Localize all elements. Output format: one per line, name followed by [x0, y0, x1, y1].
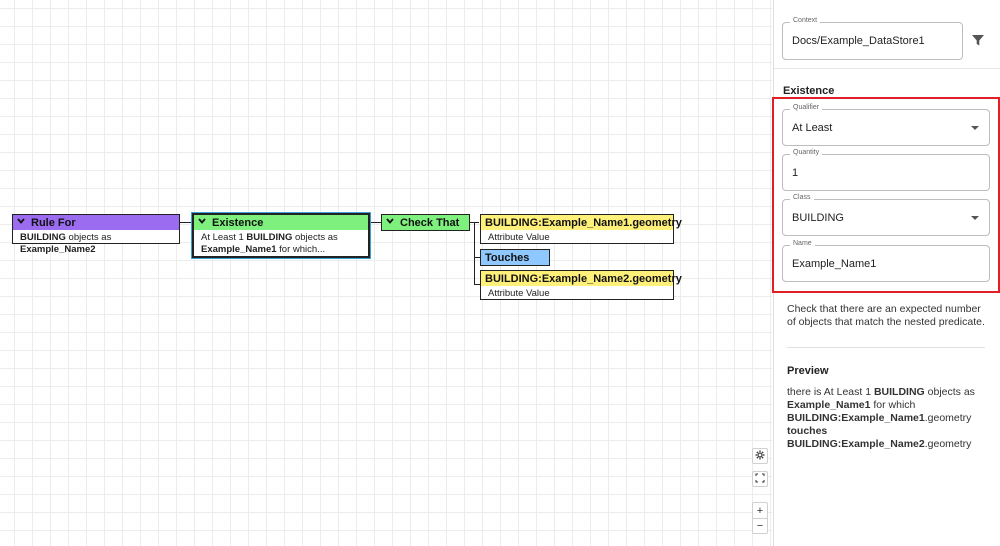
rule-for-name: Example_Name2	[20, 244, 96, 255]
quantity-input[interactable]: Quantity 1	[782, 149, 990, 191]
preview-segment: objects as	[924, 386, 975, 398]
preview-name: Example_Name1	[787, 399, 871, 411]
attribute-1-header[interactable]: BUILDING:Example_Name1.geometry	[481, 215, 682, 230]
attribute-2-body: Attribute Value	[488, 288, 550, 299]
chevron-down-icon[interactable]	[17, 217, 25, 225]
existence-node[interactable]: Existence At Least 1 BUILDING objects as…	[192, 213, 370, 258]
rule-for-class: BUILDING	[20, 232, 66, 243]
gear-icon	[755, 450, 765, 463]
existence-text-2: for which...	[276, 244, 326, 255]
connector-vertical	[474, 222, 475, 284]
class-value: BUILDING	[792, 211, 844, 224]
zoom-out-icon: −	[756, 520, 764, 532]
filter-button[interactable]	[971, 33, 985, 50]
existence-class: BUILDING	[246, 232, 293, 243]
existence-description: Check that there are an expected number …	[787, 303, 985, 328]
context-value: Docs/Example_DataStore1	[792, 35, 925, 47]
preview-title: Preview	[787, 365, 829, 377]
touches-header[interactable]: Touches	[481, 250, 549, 265]
preview-predicate: touches	[787, 425, 828, 437]
qualifier-legend: Qualifier	[790, 104, 823, 111]
zoom-in-button[interactable]: +	[752, 502, 768, 518]
fit-view-button[interactable]	[752, 471, 768, 487]
connector-existence-checkthat	[370, 222, 381, 223]
attribute-1-body: Attribute Value	[488, 232, 550, 243]
preview-attribute-1: BUILDING:Example_Name1	[787, 412, 925, 424]
touches-title: Touches	[485, 251, 530, 264]
rule-for-header[interactable]: Rule For	[13, 215, 179, 230]
filter-icon	[971, 35, 985, 50]
existence-header[interactable]: Existence	[194, 215, 368, 230]
rule-for-node[interactable]: Rule For BUILDING objects as Example_Nam…	[12, 214, 180, 255]
rule-for-text: objects as	[65, 232, 112, 243]
name-input[interactable]: Name Example_Name1	[782, 240, 990, 282]
attribute-node-1[interactable]: BUILDING:Example_Name1.geometry Attribut…	[480, 214, 682, 244]
preview-class: BUILDING	[873, 386, 925, 398]
attribute-2-header[interactable]: BUILDING:Example_Name2.geometry	[481, 271, 682, 286]
connector-to-touches	[474, 257, 480, 258]
existence-text: objects as	[292, 232, 338, 243]
preview-segment: .geometry	[924, 438, 972, 450]
existence-body: At Least 1 BUILDING objects as Example_N…	[194, 230, 368, 259]
zoom-out-button[interactable]: −	[752, 518, 768, 534]
rule-canvas[interactable]: Rule For BUILDING objects as Example_Nam…	[0, 0, 772, 546]
highlight-box	[772, 97, 1000, 293]
preview-segment: for which	[870, 399, 916, 411]
preview-text: there is At Least 1 BUILDING objects as …	[787, 386, 992, 451]
settings-button[interactable]	[752, 448, 768, 464]
check-that-title: Check That	[400, 216, 460, 229]
existence-title: Existence	[212, 216, 264, 229]
caret-down-icon	[971, 125, 979, 130]
caret-down-icon	[971, 215, 979, 220]
fit-view-icon	[755, 473, 765, 486]
context-field[interactable]: Context Docs/Example_DataStore1	[782, 17, 963, 60]
attribute-node-2[interactable]: BUILDING:Example_Name2.geometry Attribut…	[480, 270, 682, 300]
chevron-down-icon[interactable]	[198, 217, 206, 225]
name-value: Example_Name1	[792, 257, 877, 270]
attribute-1-title: BUILDING:Example_Name1.geometry	[485, 216, 682, 229]
preview-divider	[787, 347, 985, 348]
rule-for-body: BUILDING objects as Example_Name2	[13, 230, 179, 259]
preview-segment: .geometry	[924, 412, 972, 424]
existence-section-title: Existence	[783, 85, 835, 97]
context-divider	[774, 68, 1000, 69]
rule-for-title: Rule For	[31, 216, 76, 229]
context-legend: Context	[790, 17, 821, 24]
existence-qualifier: At Least 1	[201, 232, 247, 243]
touches-node[interactable]: Touches	[480, 249, 550, 266]
connector-to-attr2	[474, 284, 480, 285]
quantity-legend: Quantity	[790, 149, 823, 156]
class-select[interactable]: Class BUILDING	[782, 194, 990, 236]
quantity-value: 1	[792, 166, 799, 179]
preview-attribute-2: BUILDING:Example_Name2	[787, 438, 925, 450]
properties-panel: Context Docs/Example_DataStore1 Existenc…	[772, 0, 1000, 546]
attribute-2-title: BUILDING:Example_Name2.geometry	[485, 272, 682, 285]
name-legend: Name	[790, 240, 815, 247]
qualifier-value: At Least	[792, 121, 833, 134]
check-that-node[interactable]: Check That	[381, 214, 470, 231]
existence-name: Example_Name1	[201, 244, 277, 255]
connector-rulefor-existence	[180, 222, 192, 223]
chevron-down-icon[interactable]	[386, 217, 394, 225]
zoom-in-icon: +	[756, 504, 764, 517]
qualifier-select[interactable]: Qualifier At Least	[782, 104, 990, 146]
preview-segment: there is At Least 1	[787, 386, 874, 398]
check-that-header[interactable]: Check That	[382, 215, 469, 230]
class-legend: Class	[790, 194, 814, 201]
